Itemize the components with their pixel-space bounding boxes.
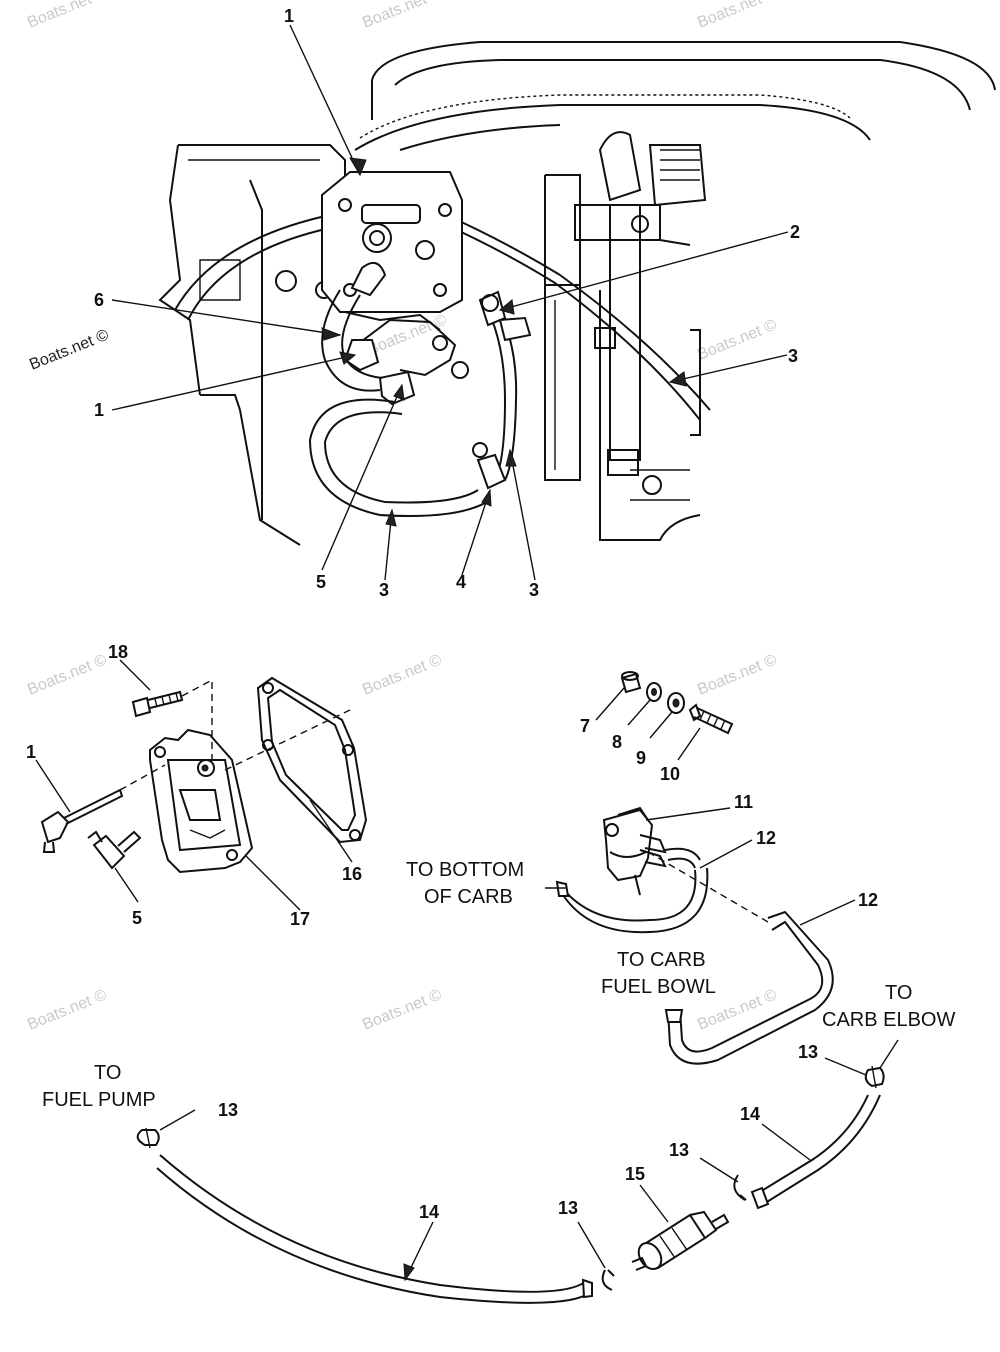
caption-bottom-of-carb-line1: TO BOTTOM: [406, 859, 524, 881]
elbow-fitting: [40, 788, 142, 870]
watermark-text: Boats.net ©: [27, 326, 111, 373]
callout-label: 5: [316, 572, 326, 592]
screw: [688, 703, 734, 735]
callout-label: 14: [740, 1104, 760, 1124]
watermark-text: Boats.net ©: [695, 651, 779, 698]
callout-label: 10: [660, 764, 680, 784]
callout-label: 17: [290, 909, 310, 929]
callout-label: 1: [26, 742, 36, 762]
primer-bulb: [602, 806, 667, 896]
watermark-text: Boats.net ©: [695, 316, 779, 363]
callout-label: 8: [612, 732, 622, 752]
callout-label: 1: [284, 6, 294, 26]
top-leaders: [111, 24, 789, 581]
bottom-left-leaders: [35, 659, 353, 911]
watermark-text: Boats.net ©: [25, 986, 109, 1033]
callout-label: 6: [94, 290, 104, 310]
callout-label: 14: [419, 1202, 439, 1222]
washer: [646, 682, 685, 714]
top-callouts: 1 2 3 6 1 5 3 4 3: [94, 6, 800, 600]
engine-assembly-illustration: [158, 41, 996, 546]
bottom-right-callouts: 7 8 9 10 11 12 12 13 14 13 15 13 13 14: [218, 716, 878, 1222]
callout-label: 13: [558, 1198, 578, 1218]
spacer: [620, 671, 642, 694]
callout-label: 13: [669, 1140, 689, 1160]
caption-carb-fuel-bowl-line1: TO CARB: [617, 949, 706, 971]
watermark-text: Boats.net ©: [25, 0, 109, 32]
fuel-hose: [156, 847, 881, 1304]
watermark-text: Boats.net ©: [695, 0, 779, 32]
fuel-pump-cover: [149, 728, 254, 874]
callout-label: 13: [798, 1042, 818, 1062]
watermark-text: Boats.net ©: [360, 0, 444, 32]
fuel-filter: [631, 1210, 730, 1271]
alignment-lines: [119, 678, 351, 791]
watermark-text: Boats.net ©: [360, 986, 444, 1033]
caption-fuel-pump-line2: FUEL PUMP: [42, 1089, 156, 1111]
watermark-text: Boats.net ©: [360, 651, 444, 698]
callout-label: 18: [108, 642, 128, 662]
callout-label: 3: [379, 580, 389, 600]
screw: [131, 690, 184, 718]
hose-clamp: [136, 1065, 885, 1291]
callout-label: 13: [218, 1100, 238, 1120]
callout-label: 12: [756, 828, 776, 848]
caption-carb-elbow-line1: TO: [885, 982, 912, 1004]
callout-label: 2: [790, 222, 800, 242]
caption-carb-fuel-bowl-line2: FUEL BOWL: [601, 976, 716, 998]
callout-label: 11: [734, 792, 753, 812]
captions: TO BOTTOM OF CARB TO CARB FUEL BOWL TO C…: [42, 859, 955, 1111]
caption-fuel-pump-line1: TO: [94, 1062, 121, 1084]
callout-label: 16: [342, 864, 362, 884]
callout-label: 12: [858, 890, 878, 910]
caption-carb-elbow-line2: CARB ELBOW: [822, 1009, 955, 1031]
bottom-left-callouts: 18 1 5 17 16: [26, 642, 362, 929]
callout-label: 3: [788, 346, 798, 366]
watermark-text: Boats.net ©: [25, 651, 109, 698]
gasket: [256, 676, 368, 844]
caption-bottom-of-carb-line2: OF CARB: [424, 886, 513, 908]
callout-label: 4: [456, 572, 466, 592]
callout-label: 9: [636, 748, 646, 768]
callout-label: 1: [94, 400, 104, 420]
callout-label: 5: [132, 908, 142, 928]
bottom-right-leaders: [159, 687, 899, 1282]
callout-label: 15: [625, 1164, 645, 1184]
callout-label: 7: [580, 716, 590, 736]
callout-label: 3: [529, 580, 539, 600]
